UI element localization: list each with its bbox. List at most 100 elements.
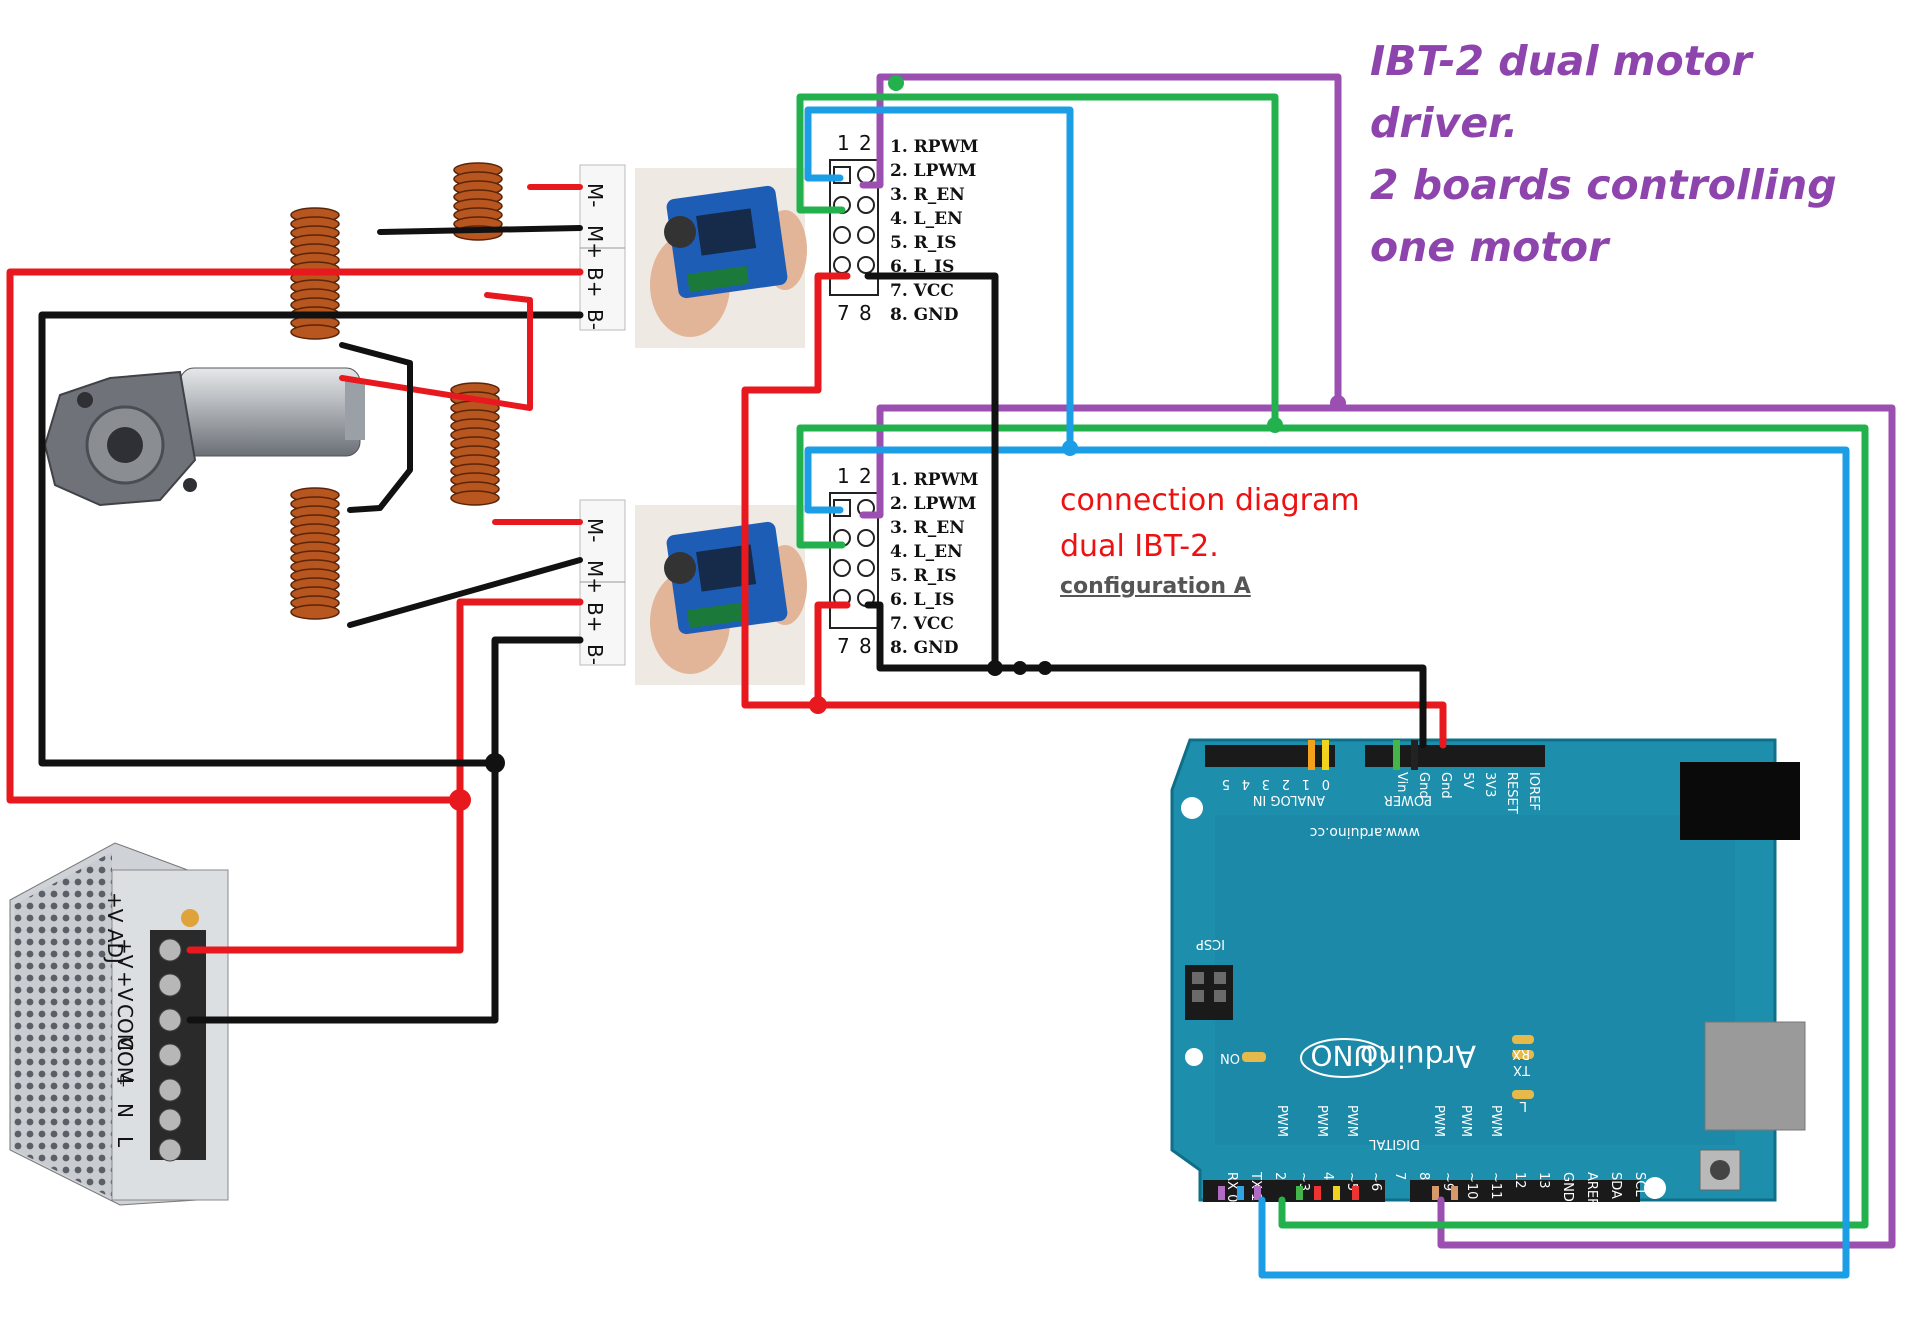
header-pin-label: 4. L_EN (890, 542, 963, 562)
digital-pin-label: 12 (1512, 1172, 1527, 1189)
wire-red-vcc (741, 272, 1447, 749)
analog-pin-label: 3 (1262, 776, 1270, 791)
caption-line-2: dual IBT-2. (1060, 529, 1219, 564)
header-pin-label: 6. L_IS (890, 590, 954, 610)
header-pin-label: 8. GND (890, 638, 959, 658)
analog-pin-label: 1 (1302, 776, 1310, 791)
digital-pin-label: ~6 (1368, 1172, 1383, 1191)
diagram-title: IBT-2 dual motor driver. 2 boards contro… (1370, 30, 1837, 278)
pwm-label-1: PWM (1274, 1105, 1289, 1137)
power-pin-label: RESET (1504, 772, 1519, 814)
header-pin (857, 559, 875, 577)
title-line-3: 2 boards controlling (1370, 161, 1837, 209)
header-row-number: 7 (837, 301, 850, 325)
header-col-number: 2 (859, 464, 872, 488)
inductor-coil-4 (290, 487, 340, 620)
dc-motor (43, 367, 365, 507)
power-jack (1680, 762, 1800, 840)
digital-pin-label: 8 (1416, 1172, 1431, 1180)
psu-terminal-label: +V (113, 971, 137, 1002)
header-pin (833, 226, 851, 244)
digital-pin-label: 7 (1392, 1172, 1407, 1180)
header-pin-label: 7. VCC (890, 614, 954, 634)
digital-pin-label: ~11 (1488, 1172, 1503, 1199)
wire-black-motor-bot (347, 557, 583, 628)
header-pin-label: 6. L_IS (890, 257, 954, 277)
driver-terminal-label: M+ (583, 560, 607, 594)
digital-header-high (1410, 1180, 1640, 1202)
header-pin (833, 559, 851, 577)
power-pin-label: 3V3 (1482, 772, 1497, 797)
header-pin-label: 8. GND (890, 305, 959, 325)
digital-pin-label: 13 (1536, 1172, 1551, 1189)
psu-adj-label: +V ADJ (103, 892, 127, 964)
header-row-number: 8 (859, 634, 872, 658)
junction-dots (449, 75, 1346, 811)
pwm-label-2: PWM (1314, 1105, 1329, 1137)
icsp-label: ICSP (1196, 936, 1225, 951)
power-pin-label: Gnd (1438, 772, 1453, 799)
title-line-4: one motor (1370, 223, 1609, 271)
header-pin-label: 7. VCC (890, 281, 954, 301)
digital-pin-label: 4 (1320, 1172, 1335, 1180)
caption-line-3: configuration A (1060, 574, 1251, 599)
driver-terminal-label: B- (583, 644, 607, 665)
header-pin (857, 166, 875, 184)
header-col-number: 1 (837, 131, 850, 155)
analog-pin-label: 5 (1222, 776, 1230, 791)
wire-purple-bottom (859, 404, 1896, 1249)
on-led (1242, 1052, 1266, 1062)
psu-terminal-label: COM (113, 1004, 137, 1051)
usb-port (1704, 1021, 1806, 1131)
header-pin-label: 4. L_EN (890, 209, 963, 229)
title-line-2: driver. (1370, 99, 1519, 147)
wire-green-bottom (796, 424, 1869, 1229)
arduino-brand: Arduino (1360, 1038, 1476, 1073)
digital-pin-label: SDA (1608, 1172, 1623, 1199)
digital-pin-label: RX 0 (1224, 1172, 1239, 1202)
power-title: POWER (1384, 792, 1432, 807)
power-header (1365, 745, 1545, 767)
header-row-number: 7 (837, 634, 850, 658)
pwm-label-4: PWM (1431, 1105, 1446, 1137)
diagram-caption: connection diagram dual IBT-2. configura… (1060, 478, 1360, 604)
wire-purple-top (859, 73, 1342, 407)
header-row-number: 8 (859, 301, 872, 325)
psu-terminal-label: L (113, 1136, 137, 1148)
digital-pin-label: AREF (1584, 1172, 1599, 1206)
header-pin-label: 5. R_IS (890, 566, 957, 586)
digital-pin-label: SCL (1632, 1172, 1647, 1197)
arduino-model: UNO (1311, 1039, 1374, 1072)
header-pin-label: 5. R_IS (890, 233, 957, 253)
analog-header (1205, 745, 1335, 767)
psu-terminal-label: COM (113, 1037, 137, 1084)
driver-terminal-bottom (579, 499, 626, 666)
wire-black-motor-top (377, 225, 583, 235)
power-pin-label: IOREF (1526, 772, 1541, 811)
driver-terminal-label: M- (583, 518, 607, 542)
header-pin (857, 226, 875, 244)
ibt2-driver-top (635, 168, 807, 348)
driver-terminal-label: M- (583, 183, 607, 207)
header-pin (833, 256, 851, 274)
wire-red-vcc2 (814, 601, 851, 709)
jumper-pin-ends (1218, 740, 1458, 1200)
digital-pin-label: 2 (1272, 1172, 1287, 1180)
power-supply-unit (9, 842, 229, 1206)
caption-line-1: connection diagram (1060, 483, 1360, 518)
analog-pin-label: 2 (1282, 776, 1290, 791)
wire-red-power-main (6, 268, 584, 804)
arduino-url: www.arduino.cc (1310, 824, 1420, 840)
header-col-number: 2 (859, 131, 872, 155)
power-pin-label: Vin (1394, 772, 1409, 792)
header-pin (857, 529, 875, 547)
driver-terminal-top (579, 164, 626, 331)
l-label: L (1519, 1098, 1527, 1113)
psu-terminal-label: +V (113, 938, 137, 969)
ibt2-driver-bottom (635, 505, 807, 685)
driver-terminal-label: B+ (583, 267, 607, 297)
title-line-1: IBT-2 dual motor (1370, 37, 1752, 85)
wire-black-power-main (38, 311, 584, 767)
